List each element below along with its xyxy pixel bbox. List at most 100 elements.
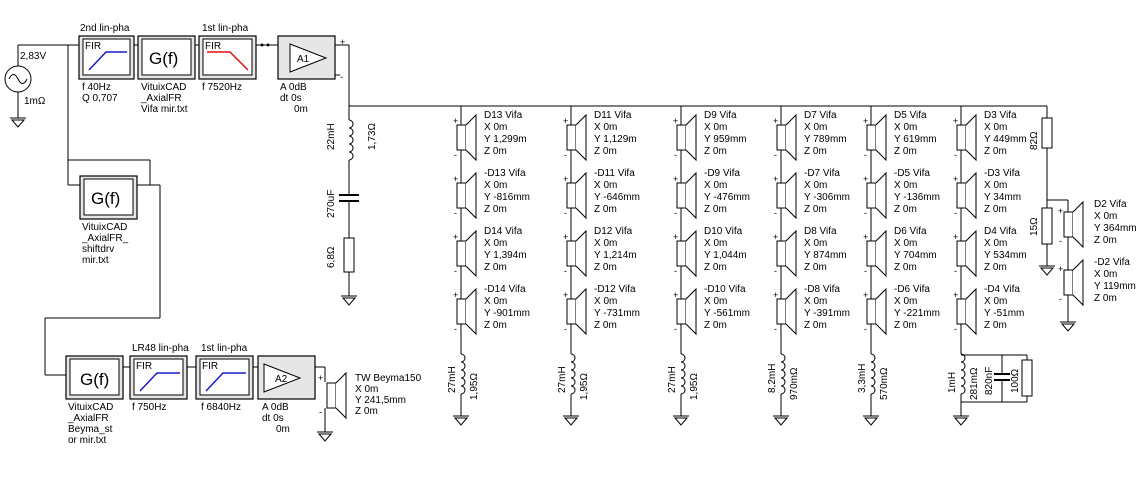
svg-text:+: + [563,290,568,300]
fir3-label: FIR [136,361,152,372]
highpass-curve-icon [205,372,246,392]
driver-y: Y -646mm [594,192,640,203]
inductor-value: 27mH [557,366,568,393]
driver-z: Z 0m [704,204,727,215]
resistor-82-ohm[interactable] [1041,117,1053,149]
main-inductor[interactable] [348,119,354,161]
amplifier-a2[interactable]: A2 A 0dB dt 0s 0m [257,355,316,435]
svg-text:-: - [454,324,457,334]
shunt-resistor[interactable] [1021,359,1033,397]
svg-text:-: - [954,150,957,160]
svg-text:-: - [954,324,957,334]
driver-x: X 0m [804,180,827,191]
gf-block-2[interactable]: G(f) VituixCAD _AxialFR_ shiftdrv mir.tx… [79,175,138,266]
svg-text:-: - [564,266,567,276]
svg-text:+: + [453,116,458,126]
svg-text:-: - [864,208,867,218]
driver-y: Y 534mm [984,250,1027,261]
column-inductor[interactable] [680,353,686,395]
driver-name: D13 Vifa [484,110,523,121]
driver-name: -D11 Vifa [594,168,635,179]
gf1-label: G(f) [149,49,178,68]
driver-x: X 0m [984,180,1007,191]
svg-text:-: - [674,208,677,218]
column-inductor[interactable] [960,353,966,395]
r-top-value: 82Ω [1029,131,1040,150]
driver-z: Z 0m [894,262,917,273]
driver-name: D7 Vifa [804,110,837,121]
svg-text:+: + [563,174,568,184]
driver-x: X 0m [594,238,617,249]
svg-text:+: + [318,373,323,383]
svg-text:+: + [453,232,458,242]
gf3-label: G(f) [80,370,109,389]
driver-z: Z 0m [704,320,727,331]
main-resistor[interactable] [343,237,355,273]
shunt-resistor-value: 100Ω [1010,368,1021,393]
svg-text:-: - [564,324,567,334]
voltage-source[interactable]: 2,83V 1mΩ [4,44,68,128]
driver-x: X 0m [804,122,827,133]
fir-block-1[interactable]: 2nd lin-pha FIR f 40Hz Q 0,707 [78,23,135,104]
fir2-param-freq: f 7520Hz [202,82,242,93]
column-inductor[interactable] [780,353,786,395]
fir-block-2[interactable]: 1st lin-pha FIR f 7520Hz [198,23,257,93]
driver-name: D4 Vifa [984,226,1017,237]
driver-x: X 0m [894,238,917,249]
column-inductor[interactable] [570,353,576,395]
driver-name: D14 Vifa [484,226,523,237]
column-inductor[interactable] [460,353,466,395]
resistor-15-ohm[interactable] [1041,207,1053,245]
gf-block-1[interactable]: G(f) VituixCAD _AxialFR Vifa mir.txt [137,35,196,115]
driver-name: D12 Vifa [594,226,633,237]
amp1-offset: 0m [294,104,308,115]
driver-x: X 0m [804,296,827,307]
svg-text:-: - [674,150,677,160]
column-inductor[interactable] [870,353,876,395]
inductor-value: 27mH [667,366,678,393]
tweeter-driver[interactable]: + - TW Beyma150 X 0m Y 241,5mm Z 0m [317,371,422,442]
amplifier-a1[interactable]: A1 A 0dB dt 0s 0m + - [277,35,345,115]
fir-block-3[interactable]: LR48 lin-pha FIR f 750Hz [129,343,189,413]
gf1-caption-2: _AxialFR [140,93,182,104]
fir1-param-freq: f 40Hz [82,82,111,93]
driver-z: Z 0m [804,320,827,331]
source-resistance: 1mΩ [24,96,46,107]
driver-y: Y -476mm [704,192,750,203]
svg-text:-: - [454,208,457,218]
svg-text:+: + [673,116,678,126]
fir-block-4[interactable]: 1st lin-pha FIR f 6840Hz [195,343,254,413]
tweeter-z: Z 0m [355,406,378,417]
gf-block-3[interactable]: G(f) VituixCAD _AxialFR Beyma_st or mir.… [65,355,124,446]
driver-z: Z 0m [484,320,507,331]
driver-x: X 0m [894,122,917,133]
